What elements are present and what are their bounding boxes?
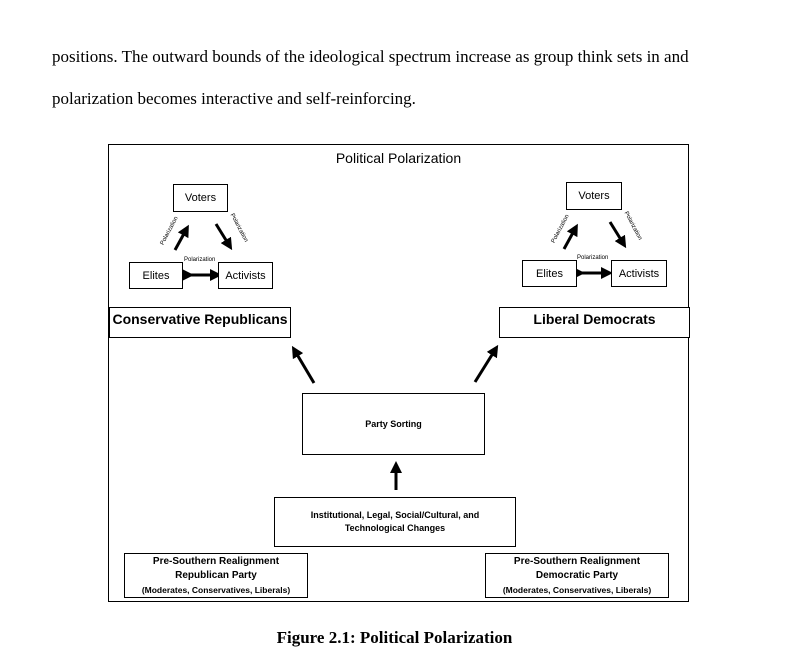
body-text-line-2: polarization becomes interactive and sel… bbox=[52, 89, 416, 108]
arrow-voters-to-activists-right bbox=[608, 221, 627, 249]
polarization-label-right-c: Polarization bbox=[577, 255, 609, 261]
body-text-line-1: positions. The outward bounds of the ide… bbox=[52, 47, 689, 66]
changes-line-2: Technological Changes bbox=[344, 523, 446, 533]
arrow-sorting-to-liberals bbox=[473, 344, 499, 383]
pre-democratic-line-3: (Moderates, Conservatives, Liberals) bbox=[502, 584, 652, 595]
changes-line-1: Institutional, Legal, Social/Cultural, a… bbox=[310, 510, 480, 520]
polarization-label-left-c: Polarization bbox=[184, 257, 216, 263]
pre-democratic-line-2: Democratic Party bbox=[535, 569, 619, 581]
voters-box-left: Voters bbox=[173, 184, 228, 212]
pre-republican-line-3: (Moderates, Conservatives, Liberals) bbox=[141, 584, 291, 595]
activists-box-right: Activists bbox=[611, 260, 667, 287]
arrow-voters-to-activists-left bbox=[214, 223, 233, 251]
party-sorting-box: Party Sorting bbox=[302, 393, 485, 455]
figure-title: Political Polarization bbox=[335, 150, 462, 166]
pre-republican-line-2: Republican Party bbox=[175, 569, 257, 581]
elites-box-left: Elites bbox=[129, 262, 183, 289]
pre-republican-line-1: Pre-Southern Realignment bbox=[152, 555, 280, 567]
conservative-republicans-box: Conservative Republicans bbox=[109, 307, 291, 338]
pre-realignment-democratic-box: Pre-Southern Realignment Democratic Part… bbox=[485, 553, 669, 598]
arrow-sorting-to-conservatives bbox=[291, 345, 316, 384]
arrow-elites-to-voters-right bbox=[562, 223, 578, 250]
figure-political-polarization: Political Polarization Polarization Pola… bbox=[108, 144, 690, 602]
elites-box-right: Elites bbox=[522, 260, 577, 287]
changes-box: Institutional, Legal, Social/Cultural, a… bbox=[274, 497, 516, 547]
arrow-elites-to-voters-left bbox=[173, 224, 189, 251]
figure-arrows bbox=[173, 221, 627, 490]
figure-caption: Figure 2.1: Political Polarization bbox=[276, 628, 513, 647]
liberal-democrats-box: Liberal Democrats bbox=[499, 307, 690, 338]
pre-realignment-republican-box: Pre-Southern Realignment Republican Part… bbox=[124, 553, 308, 598]
activists-box-left: Activists bbox=[218, 262, 273, 289]
voters-box-right: Voters bbox=[566, 182, 622, 210]
pre-democratic-line-1: Pre-Southern Realignment bbox=[513, 555, 641, 567]
